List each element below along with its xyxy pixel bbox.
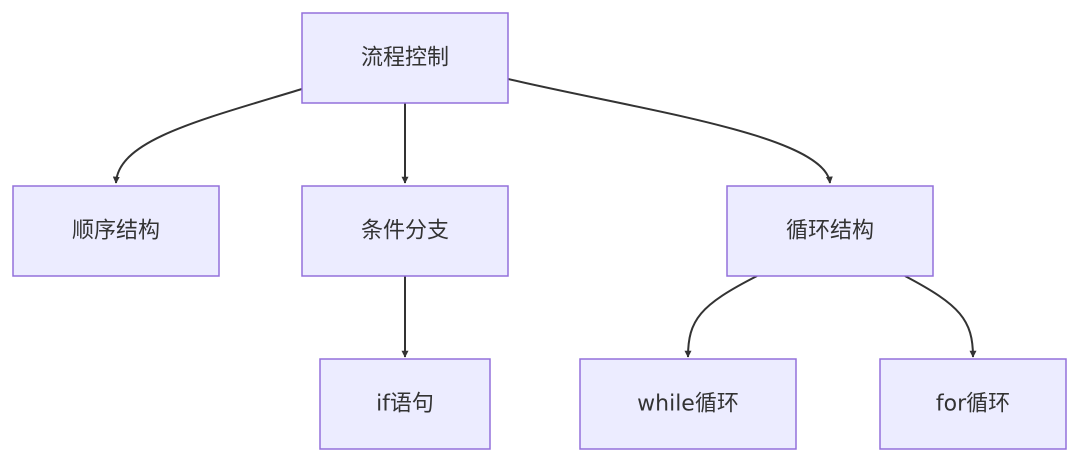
node-label: 流程控制 xyxy=(361,46,449,71)
node-box xyxy=(301,12,509,104)
node-branch: 条件分支 xyxy=(301,185,509,277)
node-box xyxy=(319,358,491,450)
node-label: 循环结构 xyxy=(786,219,874,244)
node-root: 流程控制 xyxy=(301,12,509,104)
node-loop: 循环结构 xyxy=(726,185,934,277)
node-box xyxy=(879,358,1067,450)
edge-loop-to-for xyxy=(904,275,977,358)
node-label: 顺序结构 xyxy=(72,219,160,244)
node-while: while循环 xyxy=(579,358,797,450)
node-label: if语句 xyxy=(376,392,434,417)
edges xyxy=(112,78,977,358)
node-for: for循环 xyxy=(879,358,1067,450)
node-label: while循环 xyxy=(637,392,739,417)
node-box xyxy=(579,358,797,450)
node-box xyxy=(726,185,934,277)
edge-root-to-loop xyxy=(507,78,833,184)
node-if: if语句 xyxy=(319,358,491,450)
node-label: for循环 xyxy=(936,392,1010,417)
node-box xyxy=(301,185,509,277)
edge-loop-to-while xyxy=(684,275,758,358)
node-sequence: 顺序结构 xyxy=(12,185,220,277)
edge-root-to-sequence xyxy=(112,88,303,184)
node-label: 条件分支 xyxy=(361,219,449,244)
node-box xyxy=(12,185,220,277)
